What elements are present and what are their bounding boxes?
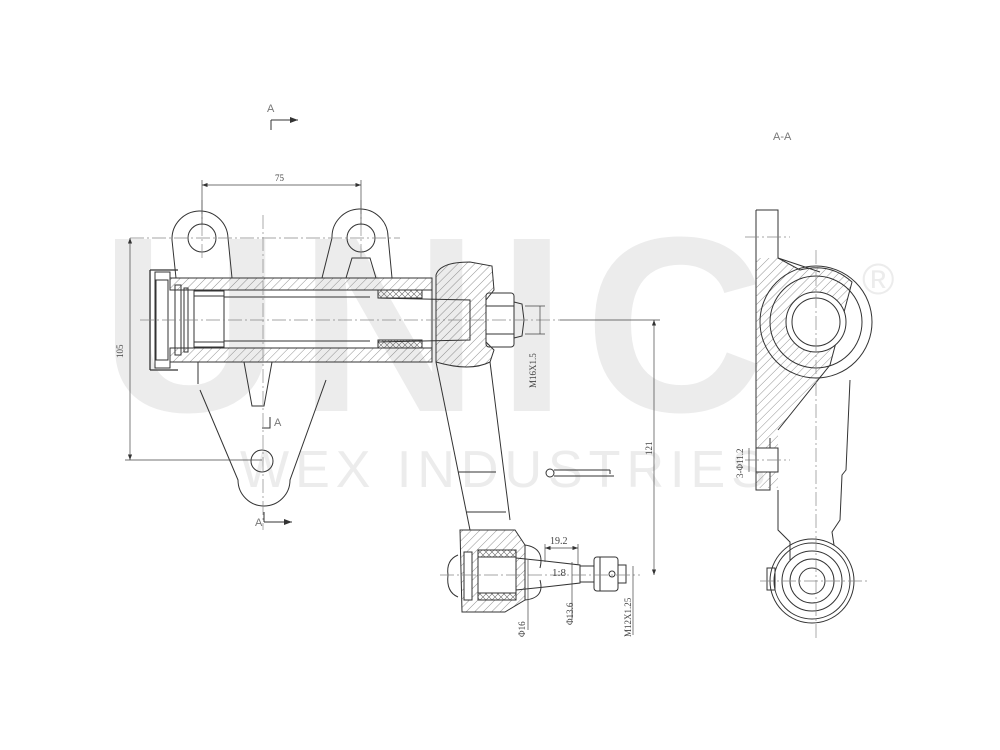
section-view-aa bbox=[755, 209, 873, 624]
dim-thread-main: M16X1.5 bbox=[528, 353, 538, 388]
section-marker-bottom-label: A bbox=[255, 517, 263, 529]
dim-lug-spacing: 75 bbox=[275, 173, 284, 183]
steering-arm bbox=[377, 261, 525, 531]
dim-mount-holes: 3-Φ11.2 bbox=[735, 448, 745, 479]
section-view-title: A-A bbox=[773, 131, 792, 143]
section-marker-top-label: A bbox=[267, 103, 275, 115]
dim-ball-diameter: Φ16 bbox=[517, 621, 527, 637]
cotter-pin bbox=[545, 468, 614, 478]
section-marker-top bbox=[270, 117, 298, 130]
ball-joint bbox=[447, 529, 627, 613]
section-marker-bottom bbox=[263, 512, 292, 525]
dim-arm-length: 121 bbox=[644, 441, 654, 456]
dim-overall-height: 105 bbox=[115, 344, 125, 359]
dimension-lines bbox=[125, 180, 750, 635]
center-lines bbox=[130, 200, 870, 640]
idler-arm-bracket bbox=[149, 208, 433, 507]
dim-taper-ratio: 1:8 bbox=[552, 567, 567, 579]
section-marker-middle-label: A bbox=[274, 417, 282, 429]
dim-taper-diameter: Φ13.6 bbox=[565, 602, 575, 625]
section-marker-middle bbox=[262, 417, 271, 429]
dim-taper-length: 19.2 bbox=[550, 536, 568, 547]
dim-thread-ball: M12X1.25 bbox=[623, 597, 633, 637]
